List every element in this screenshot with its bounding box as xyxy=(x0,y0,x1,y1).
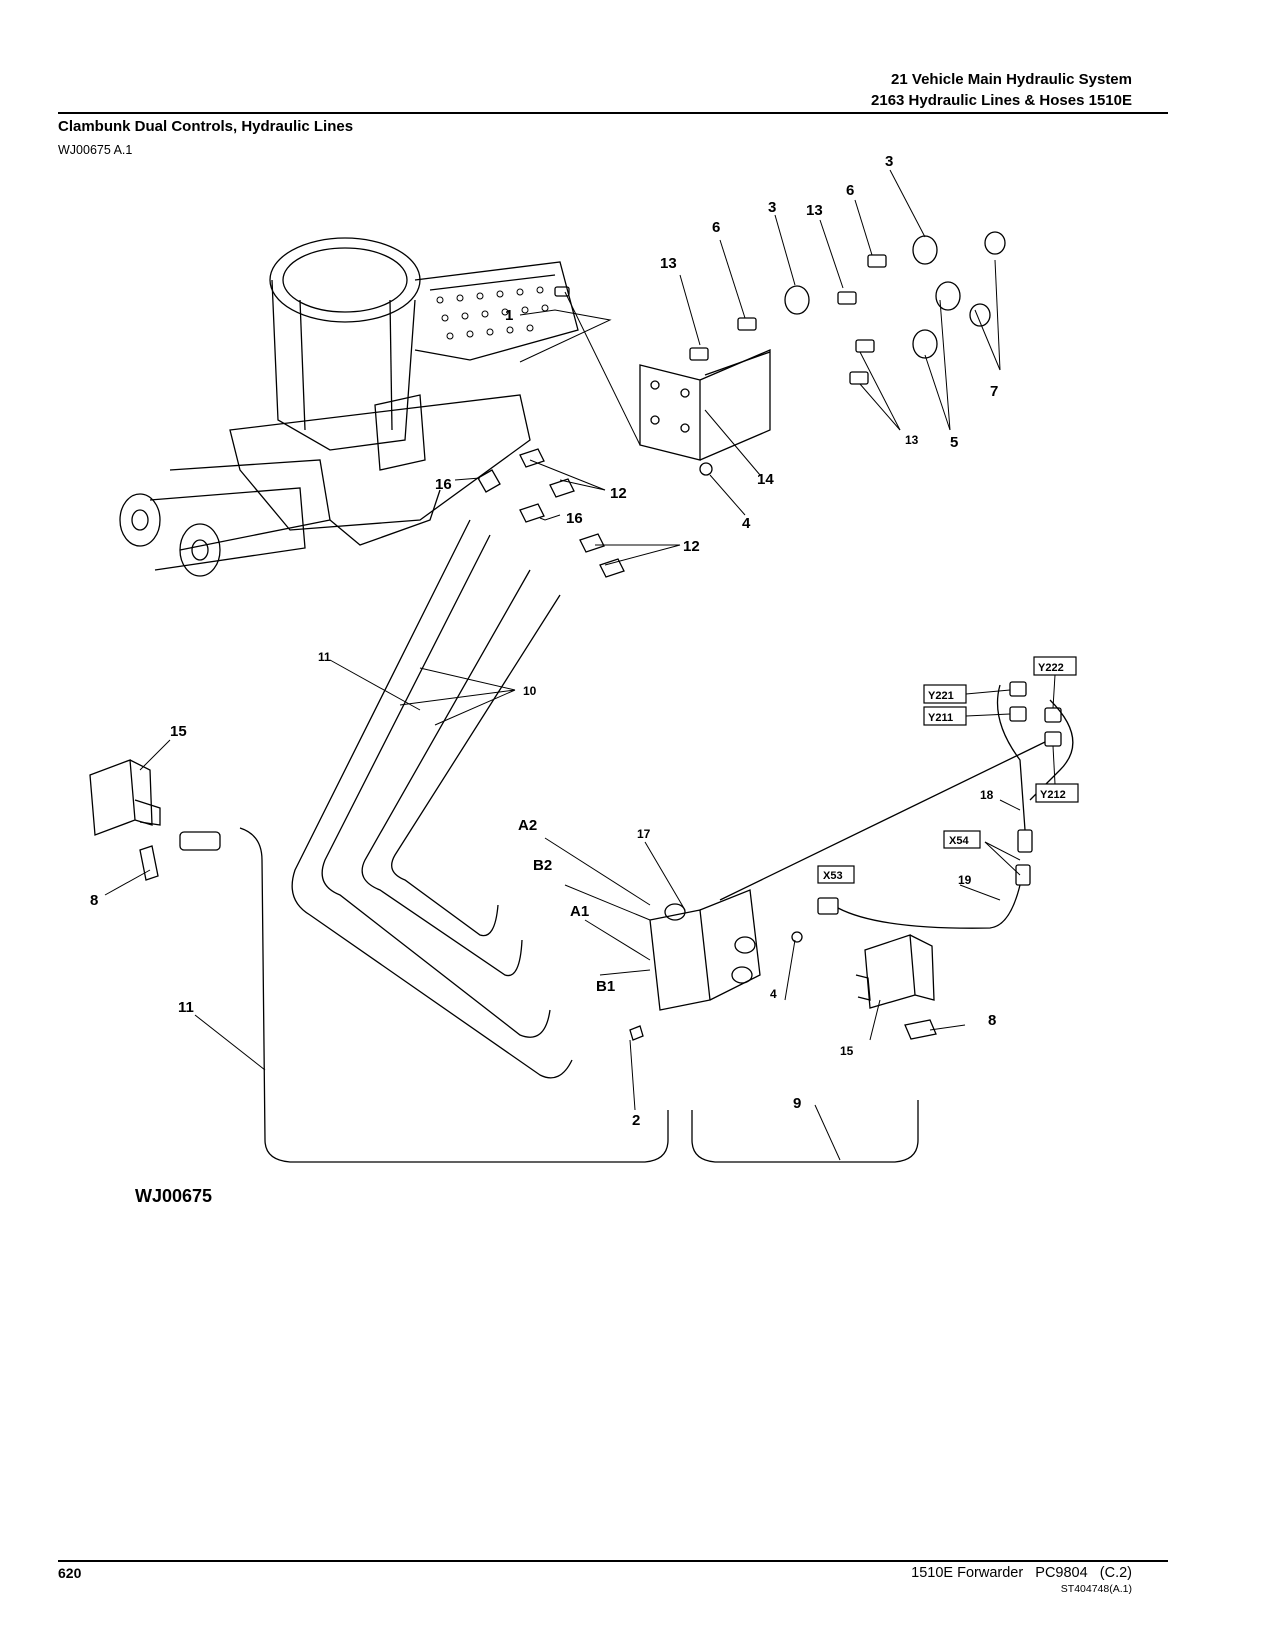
callout-18: 18 xyxy=(980,788,994,802)
page-number: 620 xyxy=(58,1565,82,1581)
leader-lines xyxy=(104,169,1021,1161)
callout-7: 7 xyxy=(990,383,998,400)
valve-block xyxy=(629,889,803,1041)
callout-12: 12 xyxy=(683,538,700,555)
callout-13: 13 xyxy=(806,202,823,219)
callout-17: 17 xyxy=(637,827,651,841)
footer-code: ST404748(A.1) xyxy=(1060,1583,1132,1595)
callout-4: 4 xyxy=(742,515,751,532)
clambunk-assembly xyxy=(119,237,579,577)
bracket-part xyxy=(639,349,771,461)
callouts: 1 2 3 3 4 4 5 6 6 7 8 8 9 10 11 11 12 12… xyxy=(90,153,998,1129)
callout-2: 2 xyxy=(632,1112,640,1129)
callout-3: 3 xyxy=(885,153,893,170)
callout-14: 14 xyxy=(757,471,774,488)
port-b1-label: B1 xyxy=(596,978,615,995)
connector-y221: Y221 xyxy=(928,690,954,702)
header-subtitle: 2163 Hydraulic Lines & Hoses 1510E xyxy=(871,92,1132,109)
callout-11: 11 xyxy=(178,999,194,1016)
diagram-artwork xyxy=(89,169,1074,1163)
solenoid-valves xyxy=(89,759,937,1040)
callout-16: 16 xyxy=(435,476,452,493)
header-divider xyxy=(58,112,1168,114)
callout-12: 12 xyxy=(610,485,627,502)
section-subtitle: WJ00675 A.1 xyxy=(58,143,133,157)
callout-1: 1 xyxy=(505,307,513,324)
callout-13: 13 xyxy=(905,433,919,447)
callout-19: 19 xyxy=(958,873,972,887)
callout-11: 11 xyxy=(318,650,331,664)
wiring-harness xyxy=(719,681,1074,929)
callout-8: 8 xyxy=(988,1012,996,1029)
figure-id: WJ00675 xyxy=(135,1186,212,1206)
port-b2-label: B2 xyxy=(533,857,552,874)
callout-13: 13 xyxy=(660,255,677,272)
callout-6: 6 xyxy=(846,182,854,199)
callout-4: 4 xyxy=(770,987,777,1001)
footer-divider xyxy=(58,1560,1168,1562)
hose-lines xyxy=(239,519,919,1163)
callout-10: 10 xyxy=(523,684,537,698)
callout-8: 8 xyxy=(90,892,98,909)
callout-15: 15 xyxy=(170,723,187,740)
callout-16: 16 xyxy=(566,510,583,527)
header-title: 21 Vehicle Main Hydraulic System xyxy=(891,71,1132,88)
port-a1-label: A1 xyxy=(570,903,589,920)
callout-6: 6 xyxy=(712,219,720,236)
port-labels: A2 B2 A1 B1 xyxy=(518,817,615,995)
connector-y212: Y212 xyxy=(1040,789,1066,801)
callout-9: 9 xyxy=(793,1095,801,1112)
callout-15: 15 xyxy=(840,1044,854,1058)
callout-3: 3 xyxy=(768,199,776,216)
footer-manual: 1510E Forwarder PC9804 (C.2) xyxy=(911,1565,1132,1581)
callout-5: 5 xyxy=(950,434,958,451)
connector-x54: X54 xyxy=(949,835,969,847)
connector-y222: Y222 xyxy=(1038,662,1064,674)
port-a2-label: A2 xyxy=(518,817,537,834)
section-title: Clambunk Dual Controls, Hydraulic Lines xyxy=(58,118,354,135)
connector-tags: Y222 Y221 Y211 Y212 X54 X53 xyxy=(817,656,1079,884)
fittings-top xyxy=(477,231,1006,578)
connector-x53: X53 xyxy=(823,870,843,882)
connector-y211: Y211 xyxy=(928,712,953,724)
